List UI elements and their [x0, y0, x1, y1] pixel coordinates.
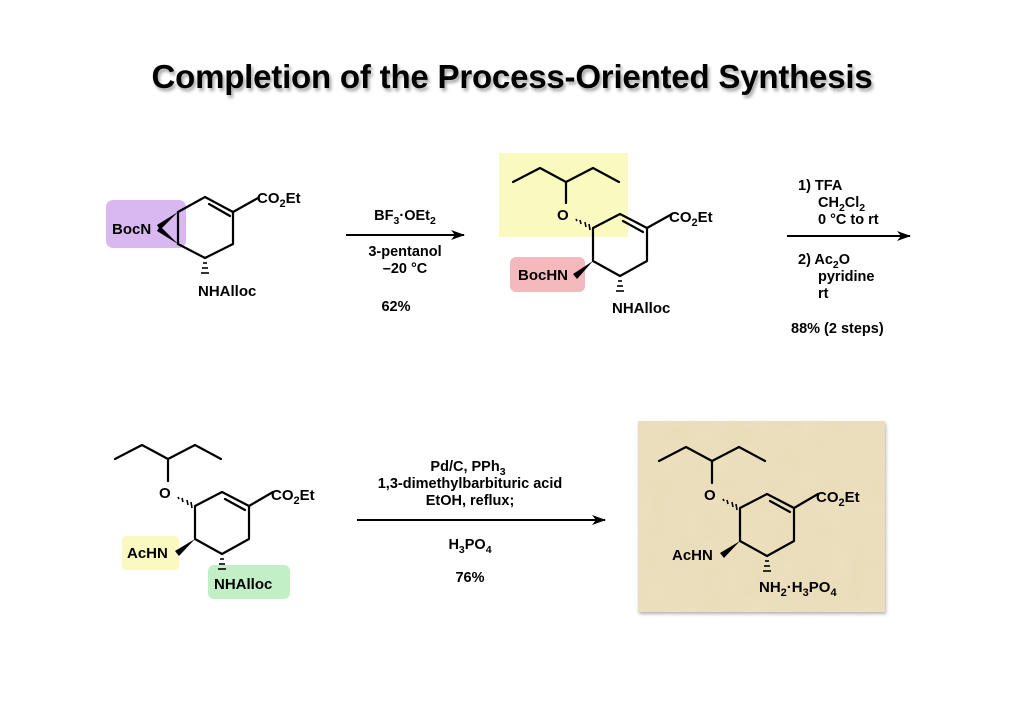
ether-o-label: O — [557, 207, 569, 224]
wedge-bond — [157, 226, 178, 244]
achn-intermediate: O AcHN CO2Et NHAlloc — [113, 443, 315, 599]
n-group-label: AcHN — [672, 547, 713, 564]
oseltamivir-phosphate-product: O AcHN CO2Et NH2·H3PO4 — [638, 421, 885, 612]
amine-label: NHAlloc — [198, 283, 256, 300]
ether-o-label: O — [704, 487, 716, 504]
hashed-bond — [722, 498, 738, 511]
hashed-bond — [177, 496, 193, 509]
reagent-label: 2) Ac2O — [798, 252, 850, 271]
bochn-highlight — [510, 257, 585, 292]
condition-label: EtOH, reflux; — [426, 493, 515, 509]
amine-label: NHAlloc — [612, 300, 670, 317]
ester-label: CO2Et — [257, 190, 301, 210]
reagent-label: Pd/C, PPh3 — [430, 459, 505, 478]
nhalloc-highlight — [208, 565, 290, 599]
hashed-bond — [201, 262, 209, 274]
achn-highlight — [122, 536, 179, 570]
n-group-label: AcHN — [127, 545, 168, 562]
condition-label: 1) TFA — [798, 178, 843, 194]
wedge-bond — [573, 261, 593, 279]
hashed-bond — [763, 560, 771, 572]
yield-label: 76% — [455, 570, 484, 586]
bonds — [511, 166, 674, 278]
ether-o-label: O — [159, 485, 171, 502]
reaction-arrow-2: 1) TFA CH2Cl2 0 °C to rt 2) Ac2O pyridin… — [787, 178, 911, 337]
aziridine-starting-material: BocN CO2Et NHAlloc — [106, 190, 301, 300]
hashed-bond — [218, 558, 226, 570]
reaction-arrow-3: Pd/C, PPh3 1,3-dimethylbarbituric acid E… — [357, 459, 606, 586]
amine-label: NHAlloc — [214, 576, 272, 593]
reagent-label: BF3·OEt2 — [374, 208, 436, 227]
condition-label: 0 °C to rt — [818, 212, 879, 228]
condition-label: pyridine — [818, 269, 874, 285]
condition-label: rt — [818, 286, 829, 302]
wedge-bond — [175, 539, 195, 556]
ester-label: CO2Et — [669, 209, 713, 229]
ester-label: CO2Et — [271, 487, 315, 507]
yield-label: 62% — [381, 299, 410, 315]
reagent-label: 1,3-dimethylbarbituric acid — [378, 476, 563, 492]
yield-label: 88% (2 steps) — [791, 321, 884, 337]
product-box-texture — [638, 421, 885, 612]
ether-highlight — [499, 153, 628, 237]
hashed-bond — [575, 218, 591, 231]
reaction-arrow-1: BF3·OEt2 3-pentanol –20 °C 62% — [346, 208, 465, 315]
reagent-label: H3PO4 — [448, 537, 491, 556]
wedge-bond — [157, 212, 178, 230]
condition-label: 3-pentanol — [368, 244, 441, 260]
amine-salt-label: NH2·H3PO4 — [759, 579, 837, 599]
condition-label: –20 °C — [383, 261, 428, 277]
reagent-label: CH2Cl2 — [818, 195, 865, 214]
hashed-bond — [616, 280, 624, 292]
n-group-label: BocHN — [518, 267, 568, 284]
ester-label: CO2Et — [816, 489, 860, 509]
wedge-bond — [720, 541, 740, 558]
bonds — [176, 195, 260, 260]
page-title: Completion of the Process-Oriented Synth… — [151, 58, 873, 95]
bochn-intermediate: O BocHN CO2Et NHAlloc — [499, 153, 713, 317]
n-group-label: BocN — [112, 221, 151, 238]
